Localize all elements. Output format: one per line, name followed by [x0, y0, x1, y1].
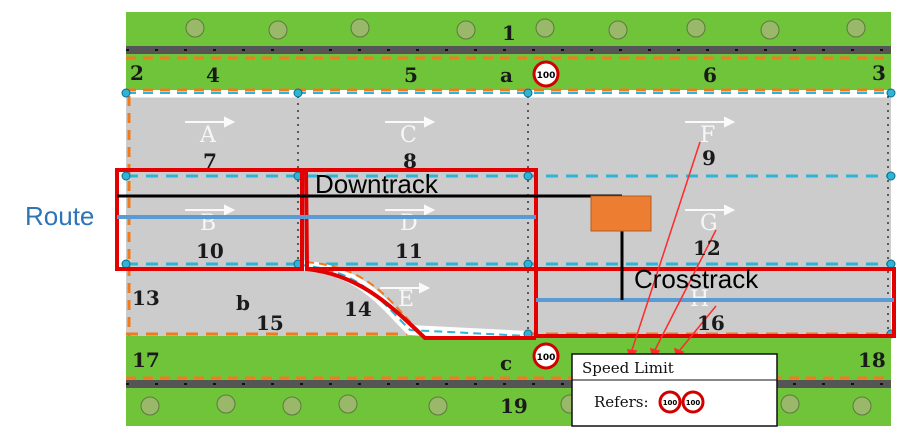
- legend-sign-1: 100: [663, 399, 678, 407]
- highlight-box-right: [534, 267, 896, 338]
- label-15: 15: [256, 311, 284, 335]
- lanelet-ids: 1 2 4 5 a 6 3 7 8 9 10 11 12 13 b 15 14 …: [130, 21, 886, 418]
- downtrack-label: Downtrack: [315, 169, 439, 199]
- label-a: a: [500, 63, 513, 87]
- label-13: 13: [132, 286, 160, 310]
- route-label: Route: [25, 201, 94, 231]
- speed-limit-legend: Speed Limit Refers: 100 100: [571, 353, 778, 427]
- label-b: b: [236, 291, 250, 315]
- highlight-merge-edge: [306, 267, 536, 340]
- label-14: 14: [344, 297, 372, 321]
- tree-icon: [185, 18, 866, 40]
- crosstrack-label: Crosstrack: [634, 264, 759, 294]
- label-4: 4: [206, 63, 220, 87]
- tree-icon: [140, 394, 872, 416]
- label-3: 3: [872, 61, 886, 85]
- label-1: 1: [502, 21, 516, 45]
- label-18: 18: [858, 348, 886, 372]
- label-9: 9: [702, 146, 716, 170]
- speed-bottom-value: 100: [537, 353, 556, 363]
- speed-top-value: 100: [537, 71, 556, 81]
- legend-refers: Refers:: [594, 393, 649, 411]
- label-8: 8: [403, 149, 417, 173]
- highlight-box-left: [115, 168, 304, 271]
- label-17: 17: [132, 348, 160, 372]
- legend-sign-2: 100: [686, 399, 701, 407]
- lane-letter-g: G: [700, 211, 718, 236]
- speed-limit-sign-icon: [658, 390, 682, 414]
- lane-letter-a: A: [199, 123, 217, 148]
- speed-limit-sign-icon: [681, 390, 705, 414]
- lane-letter-d: D: [400, 211, 418, 236]
- label-10: 10: [196, 239, 224, 263]
- label-12: 12: [693, 236, 721, 260]
- label-c: c: [500, 351, 512, 375]
- speed-limit-sign-icon: 100: [532, 60, 560, 88]
- lane-letter-c: C: [400, 123, 417, 148]
- label-16: 16: [697, 311, 725, 335]
- direction-arrows: [185, 116, 736, 294]
- label-5: 5: [404, 63, 418, 87]
- lane-letter-f: F: [700, 123, 715, 148]
- merge-curve-orange: [305, 261, 415, 327]
- label-2: 2: [130, 61, 144, 85]
- lane-letter-b: B: [200, 211, 216, 236]
- lane-letter-e: E: [398, 287, 414, 312]
- label-11: 11: [395, 239, 423, 263]
- vehicle-icon: [590, 195, 652, 232]
- label-6: 6: [703, 63, 717, 87]
- sidewalk-upper: [126, 54, 891, 90]
- legend-title: Speed Limit: [582, 359, 674, 377]
- speed-limit-sign-icon: 100: [532, 342, 560, 370]
- bottom-pavement: [126, 380, 891, 388]
- label-7: 7: [203, 149, 217, 173]
- top-pavement: [126, 46, 891, 54]
- label-19: 19: [500, 394, 528, 418]
